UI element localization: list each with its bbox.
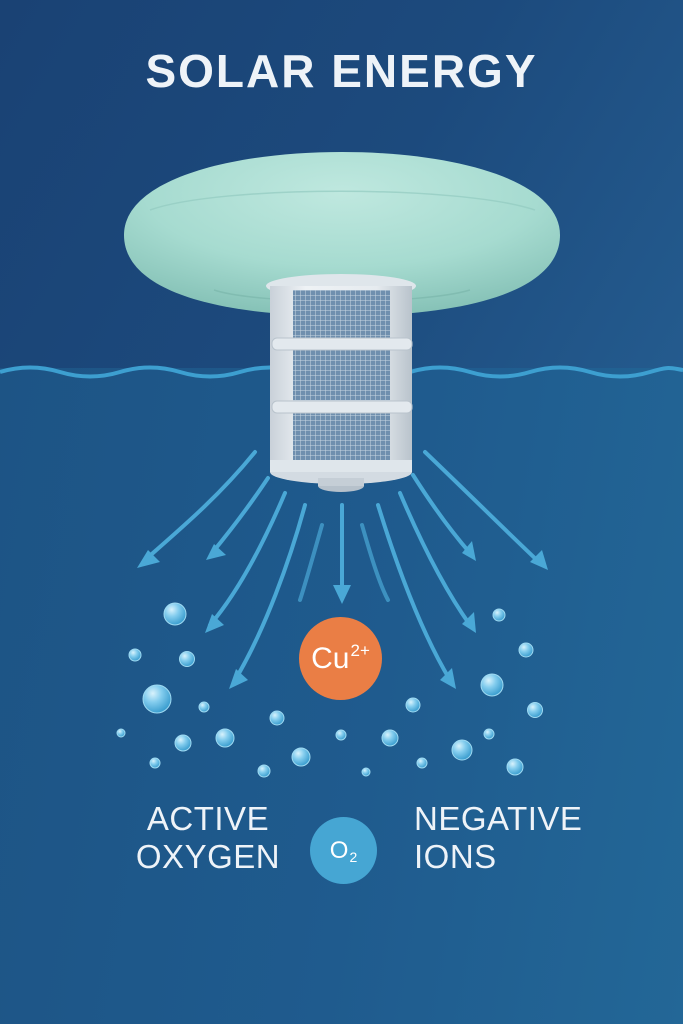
bubble: [416, 757, 428, 769]
float-disc: [124, 152, 560, 316]
arrow: [298, 523, 324, 602]
bubble: [179, 651, 195, 667]
bubble: [116, 728, 126, 738]
mesh-panel: [293, 290, 390, 340]
bubble: [174, 734, 192, 752]
bubble: [257, 764, 271, 778]
bubble: [198, 701, 210, 713]
active-oxygen-label: ACTIVE OXYGEN: [133, 800, 283, 876]
bubble: [335, 729, 347, 741]
bubble: [381, 729, 399, 747]
arrow: [210, 476, 270, 555]
bubble: [405, 697, 421, 713]
mesh-panel: [293, 412, 390, 464]
negative-ions-line1: NEGATIVE: [414, 800, 583, 837]
oxygen-subscript: 2: [349, 848, 358, 865]
bubble: [149, 757, 161, 769]
copper-charge: 2+: [350, 640, 370, 660]
arrow: [360, 523, 390, 602]
bubble: [269, 710, 285, 726]
bubble: [506, 758, 524, 776]
arrow: [233, 503, 307, 682]
copper-symbol: Cu: [311, 641, 350, 675]
bubble: [361, 767, 371, 777]
bubble: [451, 739, 473, 761]
arrow: [208, 491, 287, 627]
bubble: [128, 648, 142, 662]
negative-ions-label: NEGATIVE IONS: [414, 800, 614, 876]
flow-arrows: [143, 450, 542, 682]
arrow: [423, 450, 542, 565]
arrow: [376, 503, 452, 682]
bubble: [492, 608, 506, 622]
negative-ions-line2: IONS: [414, 838, 497, 875]
arrow: [411, 473, 472, 555]
arrow: [398, 491, 472, 627]
oxygen-symbol: O: [329, 836, 349, 864]
bubble: [527, 702, 543, 718]
page-title: SOLAR ENERGY: [145, 45, 538, 97]
arrow: [143, 450, 257, 562]
mesh-panel: [293, 350, 390, 402]
active-oxygen-line2: OXYGEN: [135, 838, 281, 875]
bubble: [480, 673, 504, 697]
filter-cage: [266, 274, 416, 492]
arrow-heads: [137, 541, 548, 689]
bubble: [518, 642, 534, 658]
active-oxygen-line1: ACTIVE: [146, 800, 270, 837]
bubble: [215, 728, 235, 748]
bubble: [142, 684, 172, 714]
bubble: [291, 747, 311, 767]
bubbles: [116, 602, 543, 778]
bubble: [163, 602, 187, 626]
bubble: [483, 728, 495, 740]
